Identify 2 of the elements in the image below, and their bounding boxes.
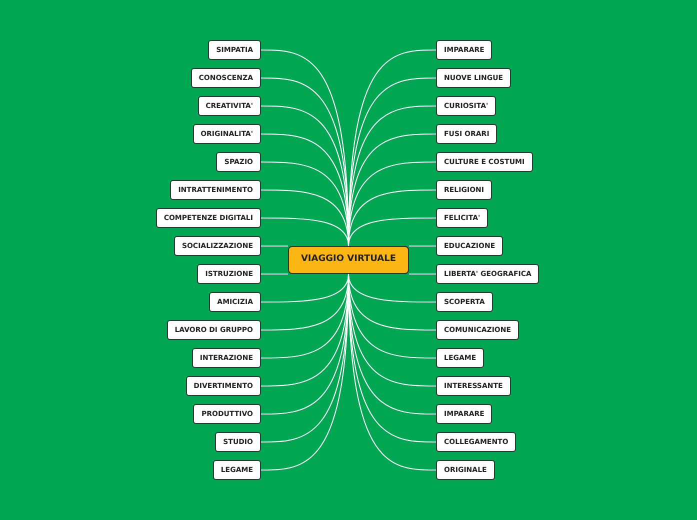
central-topic-box: VIAGGIO VIRTUALE xyxy=(288,246,409,274)
connector-line xyxy=(348,218,436,246)
